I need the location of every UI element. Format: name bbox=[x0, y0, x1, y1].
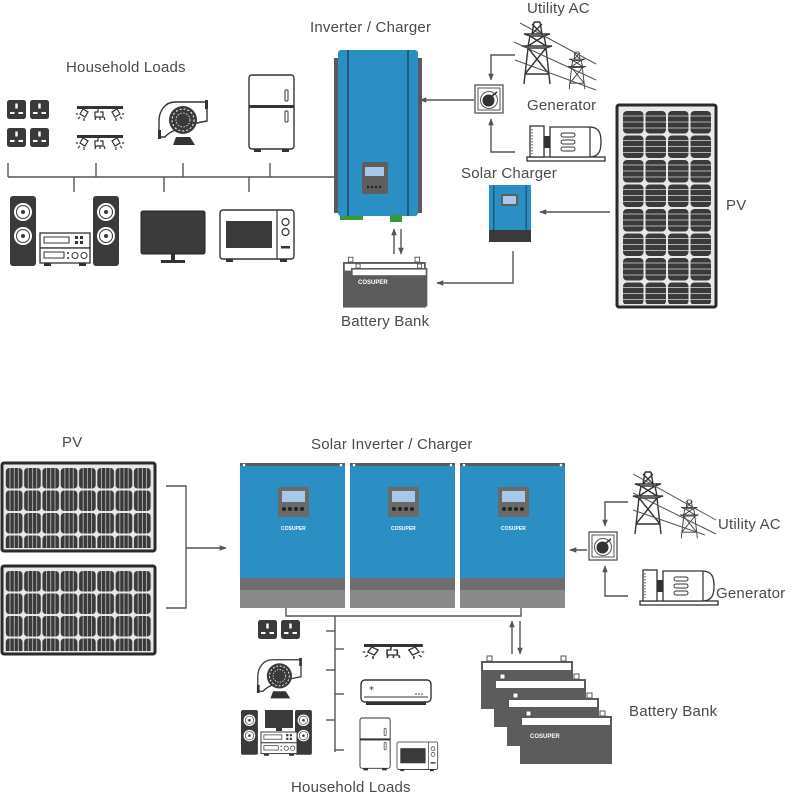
refrigerator-icon-bottom bbox=[359, 717, 391, 771]
label-battery-bank-top: Battery Bank bbox=[341, 313, 430, 330]
transfer-switch-icon-bottom bbox=[588, 531, 618, 561]
generator-icon-bottom bbox=[639, 569, 719, 606]
label-generator-bottom: Generator bbox=[716, 585, 786, 602]
utility-tower-icon-bottom bbox=[632, 471, 664, 535]
transfer-switch-icon-top bbox=[474, 84, 504, 114]
inverter-brand-text: COSUPER bbox=[281, 526, 306, 532]
inverter-charger-unit bbox=[334, 50, 422, 222]
power-lines-bottom bbox=[632, 473, 717, 536]
label-pv-bottom: PV bbox=[62, 434, 83, 451]
label-solar-inverter-charger: Solar Inverter / Charger bbox=[311, 436, 473, 453]
svg-text:*: * bbox=[369, 685, 374, 696]
tv-icon bbox=[140, 210, 206, 264]
refrigerator-icon bbox=[248, 74, 295, 153]
solar-inverter-2: COSUPER bbox=[350, 463, 455, 608]
label-inverter-charger: Inverter / Charger bbox=[310, 19, 432, 36]
label-pv-top: PV bbox=[726, 197, 747, 214]
battery-brand-text-bottom: COSUPER bbox=[530, 734, 560, 740]
microwave-icon bbox=[219, 209, 295, 263]
label-solar-charger: Solar Charger bbox=[461, 165, 557, 182]
microwave-icon-bottom bbox=[396, 741, 439, 772]
stereo-icon bbox=[9, 195, 120, 267]
label-utility-ac-top: Utility AC bbox=[527, 0, 590, 17]
battery-bank-top: COSUPER bbox=[342, 256, 428, 309]
wall-socket-icon-bottom bbox=[258, 620, 300, 639]
pv-panel-top bbox=[615, 103, 718, 309]
label-household-loads-bottom: Household Loads bbox=[291, 779, 411, 796]
air-conditioner-icon: * bbox=[360, 679, 432, 705]
household-bus-bottom bbox=[326, 616, 344, 752]
label-household-loads-top: Household Loads bbox=[66, 59, 186, 76]
battery-bank-bottom: COSUPER bbox=[480, 655, 613, 765]
pv-panel-bottom-1 bbox=[0, 461, 157, 553]
inverter-brand-text: COSUPER bbox=[501, 526, 526, 532]
pv-panel-bottom-2 bbox=[0, 564, 157, 656]
spot-light-icon bbox=[75, 105, 125, 151]
spot-light-icon-bottom bbox=[361, 643, 425, 660]
stereo-icon-bottom bbox=[240, 709, 313, 757]
household-bus-top bbox=[7, 163, 334, 192]
wall-socket-icon bbox=[7, 100, 49, 147]
label-utility-ac-bottom: Utility AC bbox=[718, 516, 781, 533]
fan-icon-bottom bbox=[256, 657, 303, 700]
inverter-brand-text: COSUPER bbox=[391, 526, 416, 532]
solar-inverter-1: COSUPER bbox=[240, 463, 345, 608]
battery-brand-text: COSUPER bbox=[358, 280, 388, 286]
label-battery-bank-bottom: Battery Bank bbox=[629, 703, 718, 720]
generator-icon-top bbox=[526, 125, 606, 162]
fan-icon bbox=[157, 99, 209, 146]
label-generator-top: Generator bbox=[527, 97, 597, 114]
solar-charger-unit bbox=[489, 185, 531, 242]
solar-inverter-3: COSUPER bbox=[460, 463, 565, 608]
power-lines bbox=[513, 22, 597, 91]
